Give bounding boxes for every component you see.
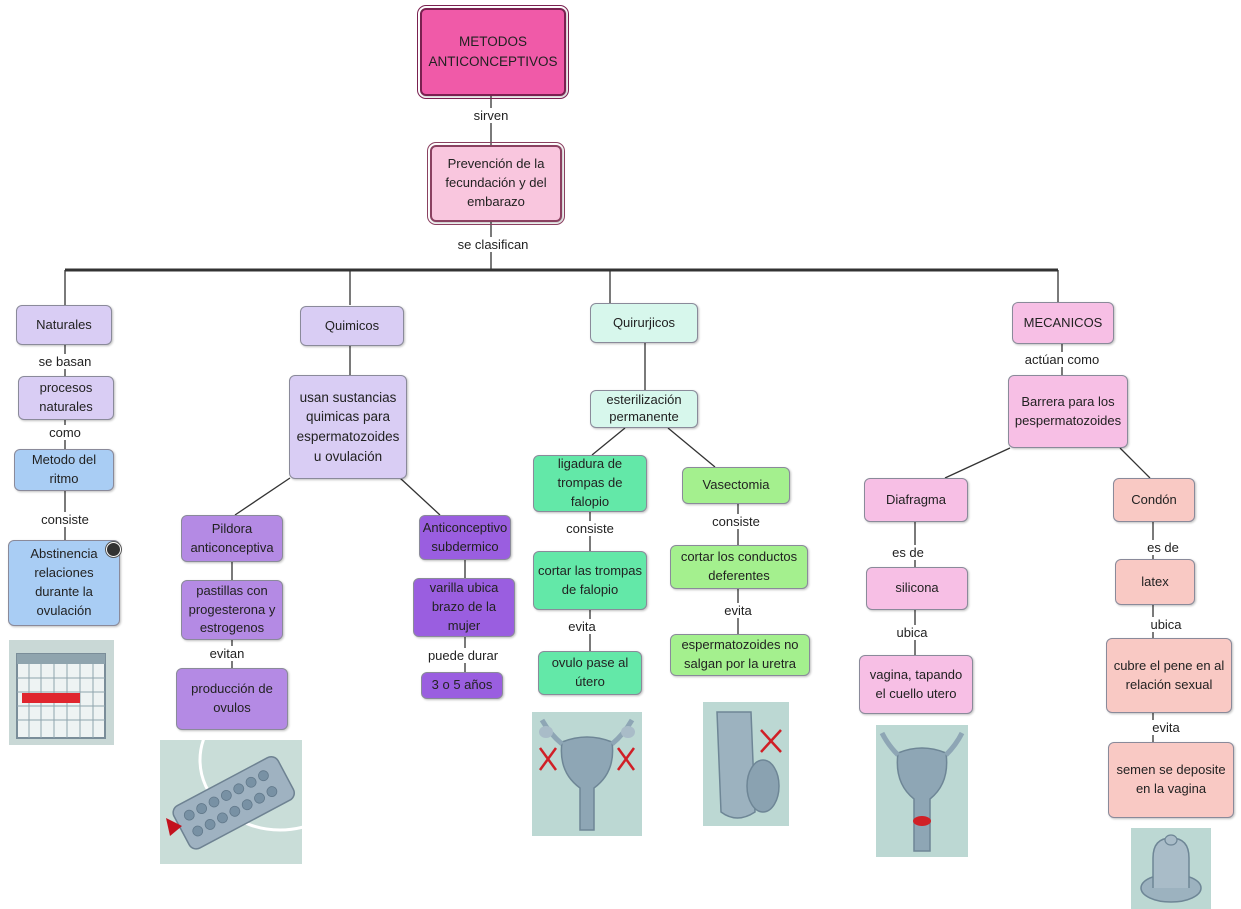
link-evitan: evitan <box>207 646 247 661</box>
quimicos-label: Quimicos <box>324 317 380 333</box>
procesos-naturales-label: procesos naturales <box>39 380 93 414</box>
espermatozoides-no-salgan-node: espermatozoides no salgan por la uretra <box>670 634 810 676</box>
uterus-scissors-graphic <box>538 718 636 831</box>
link-puede-durar: puede durar <box>425 648 501 663</box>
link-consiste-ligadura: consiste <box>564 521 616 536</box>
pill-pack-graphic <box>166 740 302 850</box>
abstinencia-node: Abstinencia relaciones durante la ovulac… <box>8 540 120 626</box>
duracion-node: 3 o 5 años <box>421 672 503 699</box>
link-sirven: sirven <box>471 108 511 123</box>
abstinencia-label: Abstinencia relaciones durante la ovulac… <box>30 546 98 618</box>
espermatozoides-no-salgan-label: espermatozoides no salgan por la uretra <box>681 637 799 671</box>
diafragma-label: Diafragma <box>886 491 946 507</box>
root-node: METODOS ANTICONCEPTIVOS <box>417 5 569 99</box>
link-es-de-condon: es de <box>1145 540 1181 555</box>
ovulo-pase-label: ovulo pase al útero <box>551 655 629 689</box>
esterilizacion-label: esterilización permanente <box>606 392 682 424</box>
root-label: METODOS ANTICONCEPTIVOS <box>428 34 558 69</box>
semen-deposite-label: semen se deposite en la vagina <box>1116 762 1226 796</box>
cubre-pene-node: cubre el pene en al relación sexual <box>1106 638 1232 713</box>
produccion-ovulos-node: producción de ovulos <box>176 668 288 730</box>
prevention-label: Prevención de la fecundación y del embar… <box>445 156 547 209</box>
vas-scissors-icon <box>703 702 789 826</box>
quirurjicos-node: Quirurjicos <box>590 303 698 343</box>
procesos-naturales-node: procesos naturales <box>18 376 114 420</box>
vagina-tapando-label: vagina, tapando el cuello utero <box>869 666 963 701</box>
vagina-tapando-node: vagina, tapando el cuello utero <box>859 655 973 714</box>
pastillas-node: pastillas con progesterona y estrogenos <box>181 580 283 640</box>
cortar-trompas-node: cortar las trompas de falopio <box>533 551 647 610</box>
silicona-node: silicona <box>866 567 968 610</box>
link-evita-ligadura: evita <box>566 619 598 634</box>
subdermico-label: Anticonceptivo subdermico <box>422 519 508 554</box>
link-se-basan: se basan <box>36 354 94 369</box>
metodo-ritmo-node: Metodo del ritmo <box>14 449 114 491</box>
semen-deposite-node: semen se deposite en la vagina <box>1108 742 1234 818</box>
pastillas-label: pastillas con progesterona y estrogenos <box>188 582 276 636</box>
link-evita-vasectomia: evita <box>722 603 754 618</box>
link-consiste-vasectomia: consiste <box>710 514 762 529</box>
vas-scissors-graphic <box>716 711 782 819</box>
cortar-trompas-label: cortar las trompas de falopio <box>537 562 643 597</box>
ligadura-label: ligadura de trompas de falopio <box>557 456 623 509</box>
naturales-label: Naturales <box>36 316 92 332</box>
quimicos-node: Quimicos <box>300 306 404 346</box>
link-como: como <box>47 425 83 440</box>
ligadura-node: ligadura de trompas de falopio <box>533 455 647 512</box>
link-evita-condon: evita <box>1150 720 1182 735</box>
vasectomia-label: Vasectomia <box>702 477 770 493</box>
quimicos-desc-node: usan sustancias quimicas para espermatoz… <box>289 375 407 479</box>
naturales-node: Naturales <box>16 305 112 345</box>
subdermico-node: Anticonceptivo subdermico <box>419 515 511 560</box>
cortar-conductos-node: cortar los conductos deferentes <box>670 545 808 589</box>
pildora-node: Pildora anticonceptiva <box>181 515 283 562</box>
calendar-graphic <box>16 653 106 739</box>
condom-icon <box>1131 828 1211 909</box>
link-consiste-naturales: consiste <box>39 512 91 527</box>
varilla-node: varilla ubica brazo de la mujer <box>413 578 515 637</box>
calendar-icon <box>9 640 114 745</box>
condon-node: Condón <box>1113 478 1195 522</box>
condon-label: Condón <box>1131 491 1177 507</box>
mecanicos-label: MECANICOS <box>1023 314 1103 330</box>
latex-node: latex <box>1115 559 1195 605</box>
duracion-label: 3 o 5 años <box>431 677 493 693</box>
latex-label: latex <box>1141 573 1169 589</box>
prevention-node: Prevención de la fecundación y del embar… <box>427 142 565 225</box>
link-ubica-diafragma: ubica <box>894 625 930 640</box>
varilla-label: varilla ubica brazo de la mujer <box>429 580 499 633</box>
uterus-diaphragm-icon <box>876 725 968 857</box>
metodo-ritmo-label: Metodo del ritmo <box>31 452 97 486</box>
pildora-label: Pildora anticonceptiva <box>190 520 274 555</box>
quirurjicos-label: Quirurjicos <box>612 314 676 330</box>
quimicos-desc-label: usan sustancias quimicas para espermatoz… <box>296 389 400 464</box>
barrera-node: Barrera para los pespermatozoides <box>1008 375 1128 448</box>
silicona-label: silicona <box>895 580 939 596</box>
link-se-clasifican: se clasifican <box>455 237 531 252</box>
barrera-label: Barrera para los pespermatozoides <box>1014 393 1122 428</box>
ovulo-pase-node: ovulo pase al útero <box>538 651 642 695</box>
cubre-pene-label: cubre el pene en al relación sexual <box>1113 657 1225 692</box>
attachment-icon[interactable] <box>106 542 121 557</box>
cortar-conductos-label: cortar los conductos deferentes <box>680 549 798 583</box>
link-actuan-como: actúan como <box>1022 352 1102 367</box>
mecanicos-node: MECANICOS <box>1012 302 1114 344</box>
link-ubica-condon: ubica <box>1148 617 1184 632</box>
vasectomia-node: Vasectomia <box>682 467 790 504</box>
uterus-diaphragm-graphic <box>879 731 965 852</box>
condom-graphic <box>1140 834 1202 903</box>
esterilizacion-node: esterilización permanente <box>590 390 698 428</box>
diafragma-node: Diafragma <box>864 478 968 522</box>
produccion-ovulos-label: producción de ovulos <box>191 681 273 715</box>
uterus-scissors-icon <box>532 712 642 836</box>
pill-pack-icon <box>160 740 302 864</box>
link-es-de-diafragma: es de <box>890 545 926 560</box>
